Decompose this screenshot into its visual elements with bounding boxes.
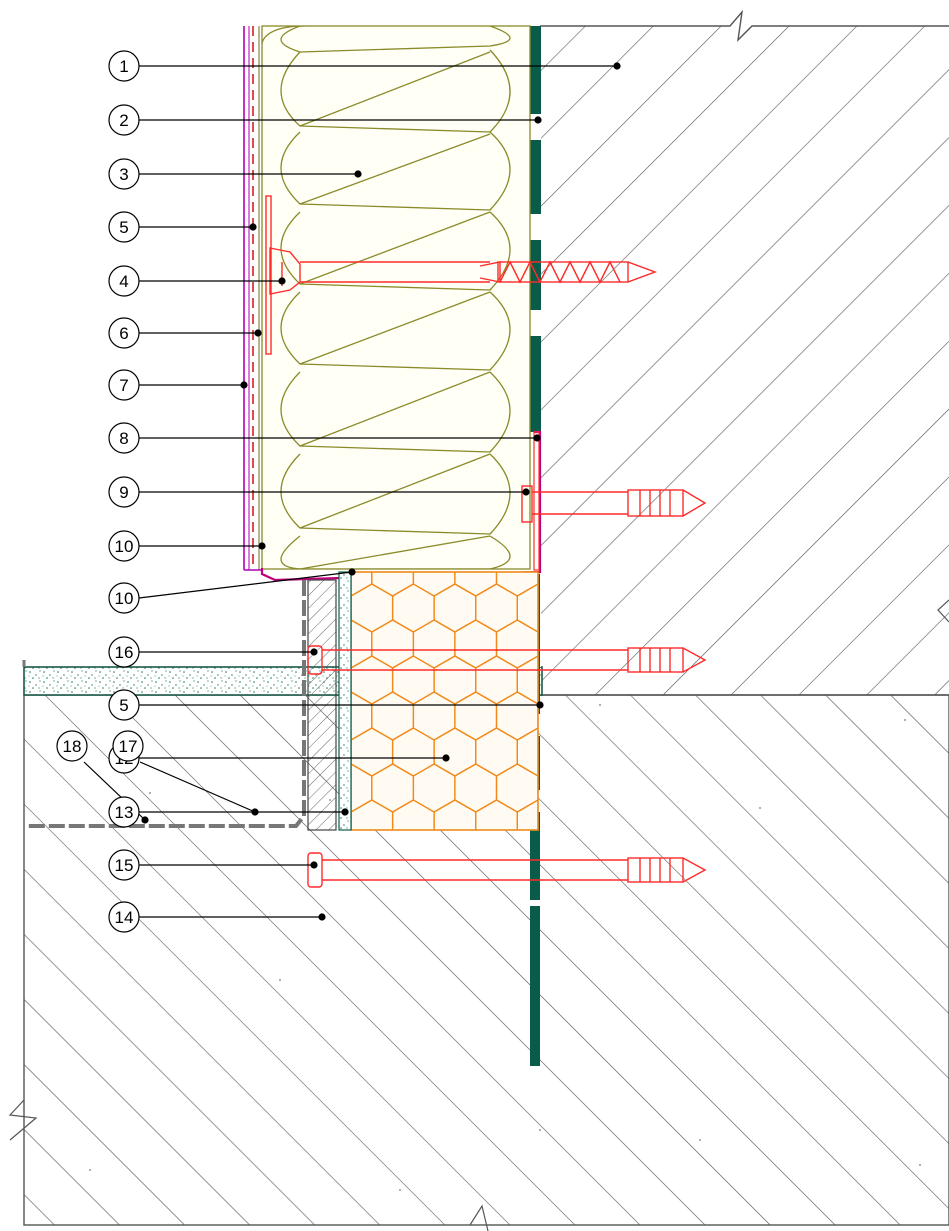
callout-15: 15: [108, 849, 140, 881]
xps-insulation: [350, 571, 539, 831]
callout-3: 3: [108, 158, 140, 190]
callout-17: 17: [112, 730, 144, 762]
callout-16: 16: [108, 636, 140, 668]
callout-10-lower-label: 10: [115, 589, 134, 608]
callout-10-upper: 10: [108, 530, 140, 562]
mineral-wool-insulation: [261, 25, 531, 570]
callout-13-label: 13: [115, 803, 134, 822]
callout-2-label: 2: [119, 111, 128, 130]
callout-1-label: 1: [119, 57, 128, 76]
callout-13: 13: [108, 796, 140, 828]
render-layers: [243, 26, 262, 571]
callout-4: 4: [108, 265, 140, 297]
callout-5-upper: 5: [108, 211, 140, 243]
callout-16-label: 16: [115, 643, 134, 662]
reinforcement-plate: [265, 195, 272, 355]
callout-2: 2: [108, 104, 140, 136]
callout-5-upper-label: 5: [119, 218, 128, 237]
callout-9-label: 9: [119, 483, 128, 502]
xps-cell: [516, 655, 538, 705]
callout-leaders: [83, 62, 621, 921]
callout-14-label: 14: [115, 908, 134, 927]
callout-18-label: 18: [63, 737, 82, 756]
base-coat-strip: [338, 571, 352, 831]
xps-cell: [516, 727, 538, 777]
callout-14: 14: [108, 901, 140, 933]
xps-cell: [516, 583, 538, 633]
callout-5-lower-label: 5: [119, 696, 128, 715]
callout-6: 6: [108, 317, 140, 349]
xps-anchor-lower: [307, 852, 707, 888]
callout-10-upper-label: 10: [115, 537, 134, 556]
callout-4-label: 4: [119, 272, 128, 291]
xps-cell: [516, 799, 538, 830]
callout-1: 1: [108, 50, 140, 82]
callout-7-label: 7: [119, 376, 128, 395]
callout-5-lower: 5: [108, 689, 140, 721]
callout-10-lower: 10: [108, 582, 140, 614]
track-fixing-anchor: [521, 485, 707, 523]
callout-15-label: 15: [115, 856, 134, 875]
callout-18: 18: [56, 730, 88, 762]
callout-6-label: 6: [119, 324, 128, 343]
callout-9: 9: [108, 476, 140, 508]
callout-17-label: 17: [119, 737, 138, 756]
callout-7: 7: [108, 369, 140, 401]
callout-bubbles: 1 2 3 5 4 6 7 8: [56, 50, 144, 933]
insulation-anchor: [269, 247, 658, 295]
callout-8-label: 8: [119, 429, 128, 448]
callout-8: 8: [108, 422, 140, 454]
callout-3-label: 3: [119, 165, 128, 184]
xps-anchor-upper: [307, 645, 707, 675]
